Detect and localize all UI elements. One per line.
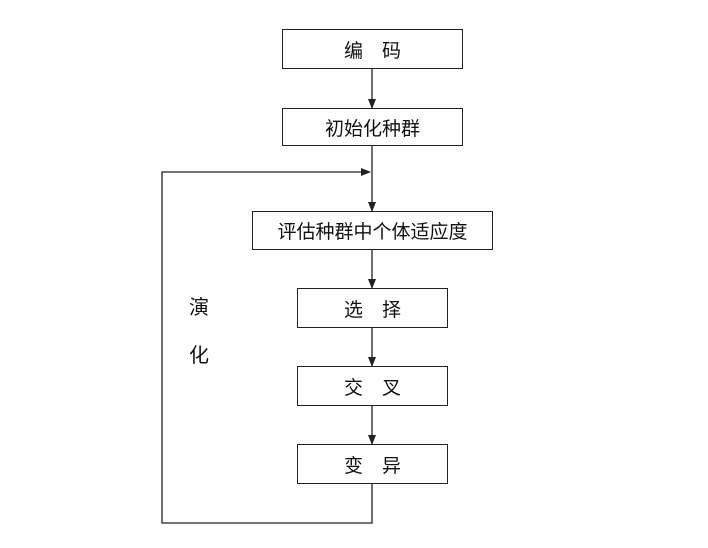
step-selection-label: 选 择: [343, 298, 401, 321]
evolution-label-line1: 演: [189, 295, 209, 319]
step-init-population-label: 初始化种群: [324, 117, 420, 140]
step-selection-box: 选 择: [297, 288, 448, 328]
step-encode-label: 编 码: [343, 39, 401, 62]
step-mutation-label: 变 异: [343, 454, 401, 477]
step-evaluate-fitness-label: 评估种群中个体适应度: [277, 221, 468, 243]
step-crossover-box: 交 叉: [297, 366, 448, 406]
step-evaluate-fitness-box: 评估种群中个体适应度: [252, 211, 493, 250]
step-encode-box: 编 码: [282, 29, 463, 69]
evolution-label-line2: 化: [189, 343, 209, 367]
step-crossover-label: 交 叉: [343, 376, 401, 399]
evolution-loop-arrow: [161, 168, 373, 524]
step-mutation-box: 变 异: [297, 444, 448, 484]
step-init-population-box: 初始化种群: [282, 108, 463, 146]
